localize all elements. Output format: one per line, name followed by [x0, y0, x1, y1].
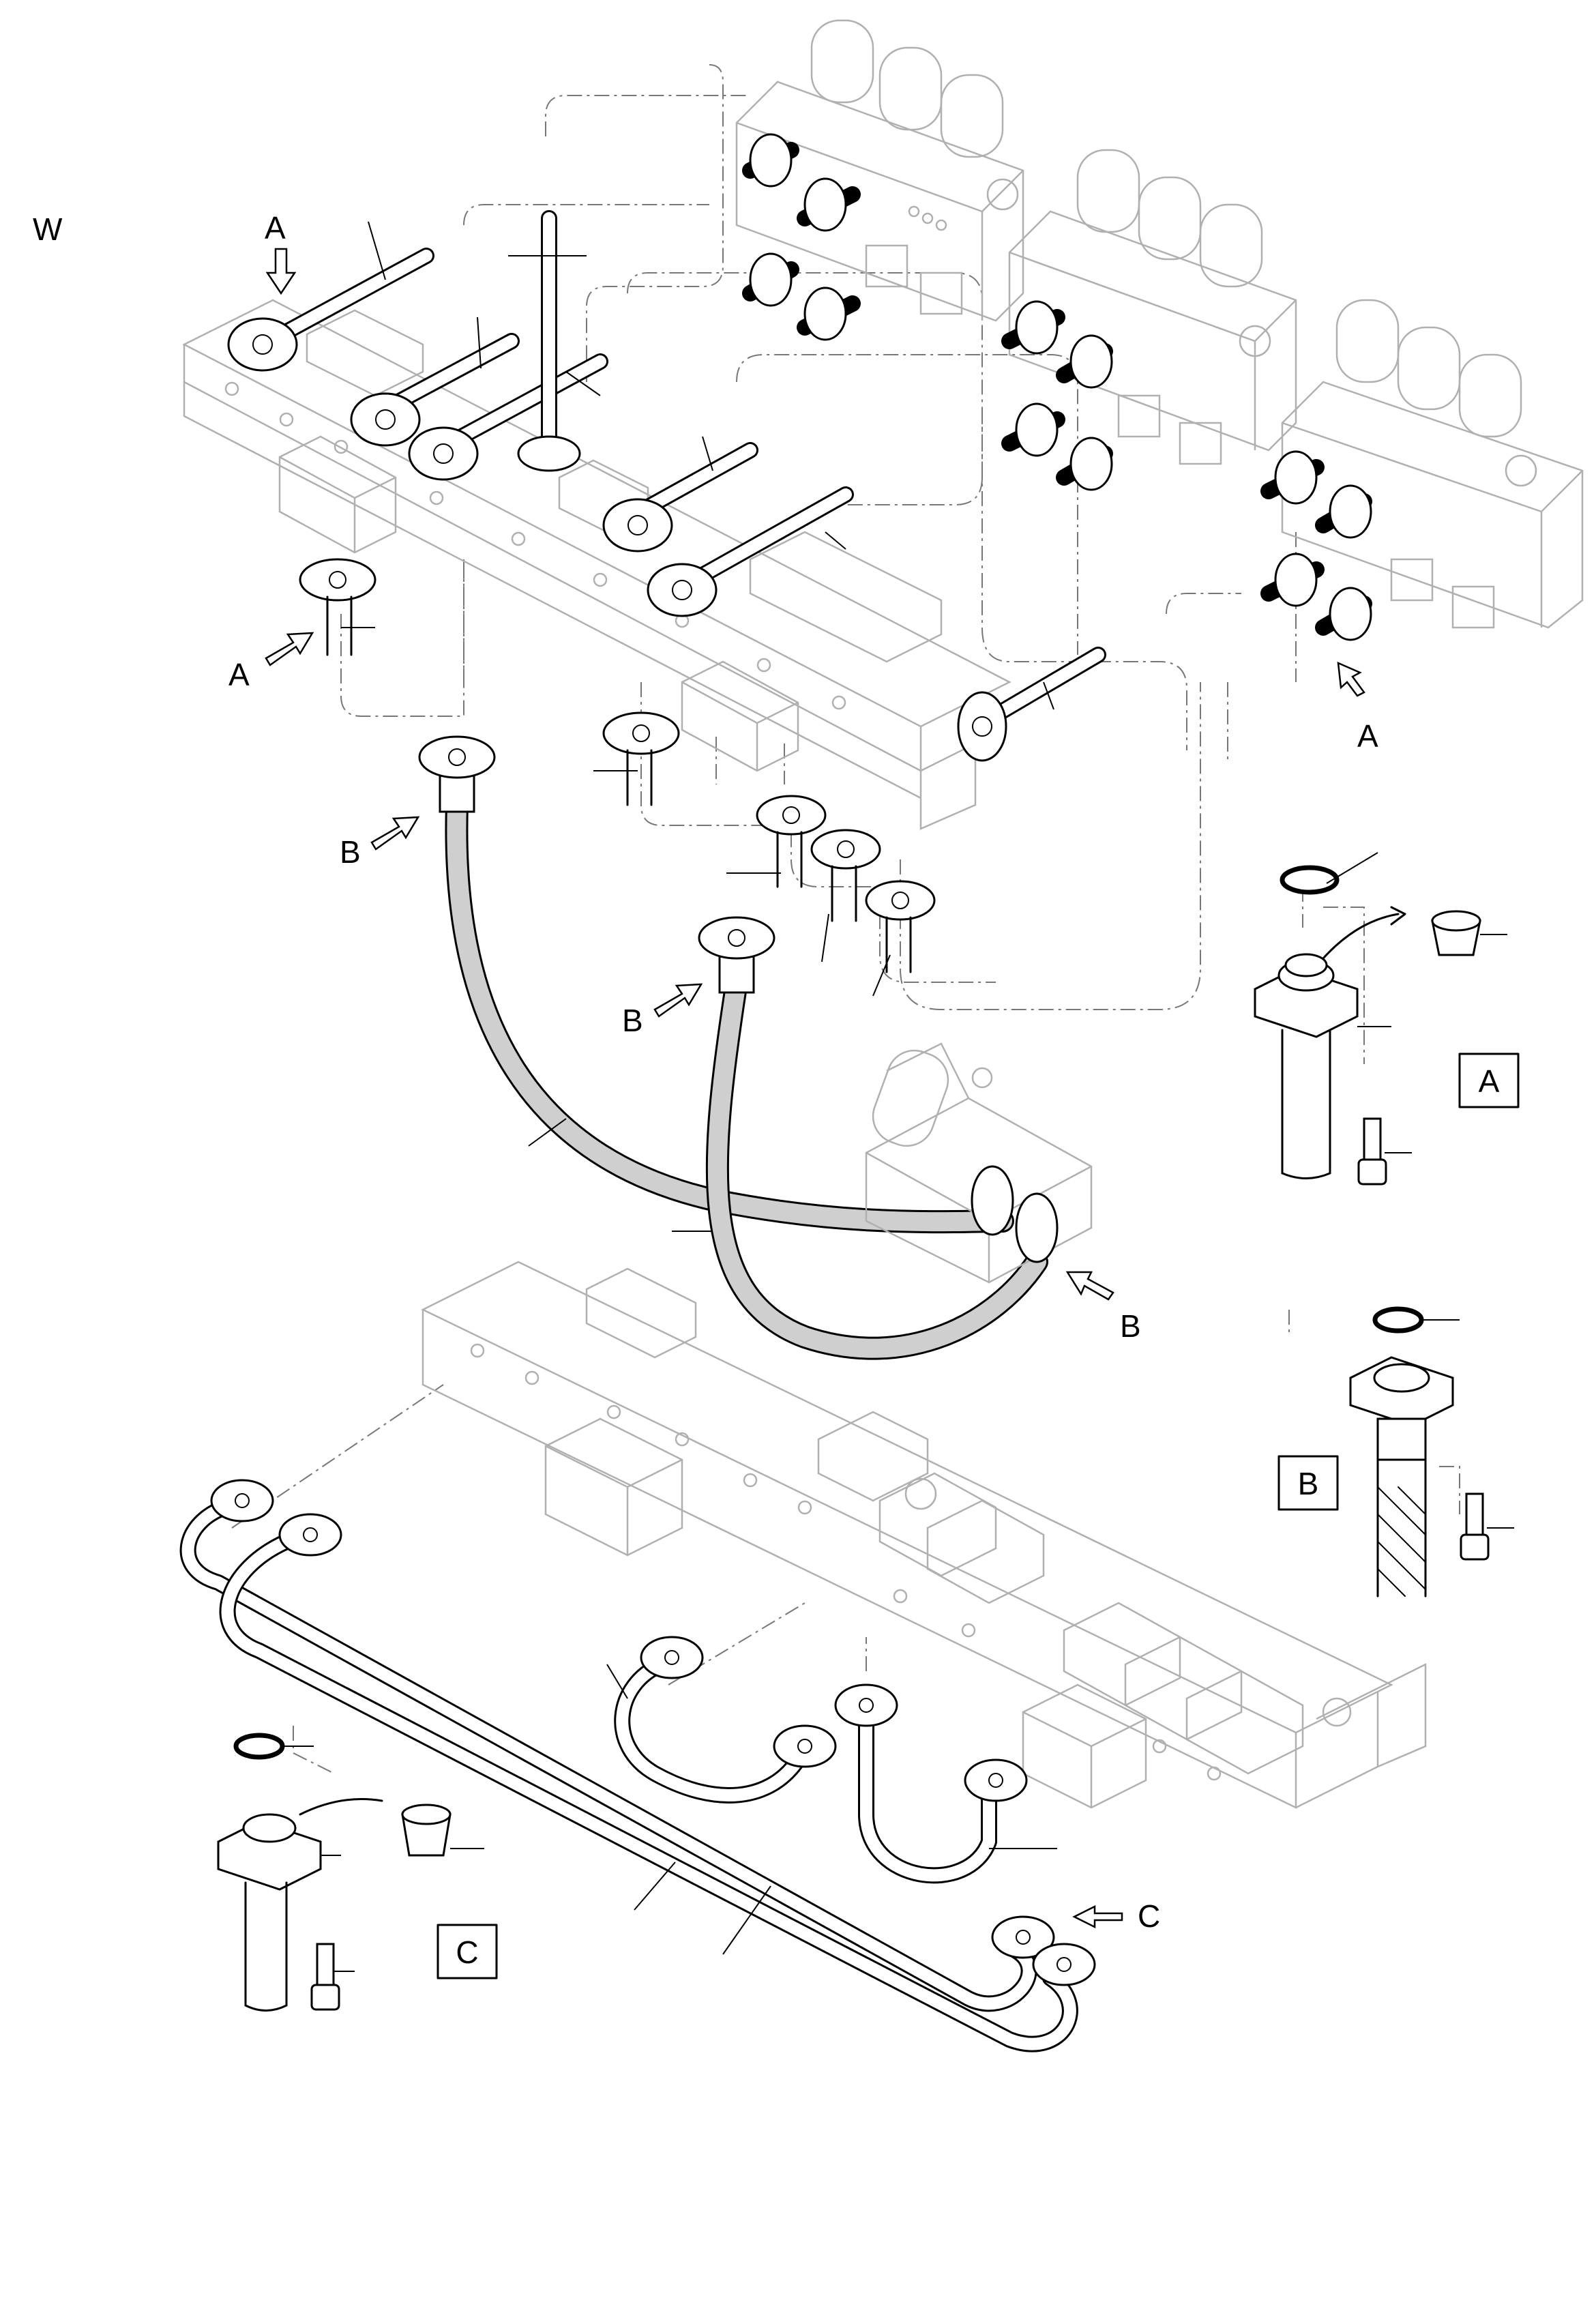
- view-label-c: C: [1138, 1898, 1160, 1934]
- detail-box-a-label: A: [1479, 1063, 1500, 1099]
- u-tube: [614, 1656, 806, 1804]
- hose-1: [418, 735, 1014, 1234]
- detail-c: [217, 1733, 452, 2012]
- view-label-b-2: B: [622, 1003, 643, 1038]
- valve-bank-1: [735, 19, 1024, 322]
- detail-a: [1254, 865, 1481, 1186]
- lower-flanges: [210, 1479, 1096, 1986]
- assembly-center-lines: [231, 64, 1460, 1774]
- view-label-a-2: A: [228, 657, 250, 692]
- long-tube-2: [219, 1533, 1078, 2052]
- long-tube-1: [179, 1499, 1037, 2012]
- view-label-w: W: [33, 211, 63, 247]
- text-labels: W A A A B B B C: [33, 210, 1378, 1934]
- upper-flanges: [227, 133, 1372, 762]
- upper-manifold: [182, 299, 1011, 830]
- view-label-a-1: A: [265, 210, 286, 246]
- view-label-b-3: B: [1120, 1308, 1141, 1344]
- short-tube: [858, 1711, 997, 1884]
- view-arrows: [265, 248, 1365, 1929]
- loose-fittings: [299, 558, 936, 973]
- detail-boxes: A B C: [437, 1053, 1520, 1979]
- view-label-a-3: A: [1357, 718, 1378, 754]
- hose-2: [698, 916, 1048, 1360]
- detail-b: [1349, 1306, 1490, 1598]
- solenoid-valve-block: [865, 1042, 1093, 1284]
- detail-box-c-label: C: [456, 1934, 478, 1970]
- leader-lines: [283, 221, 1514, 1972]
- lower-manifold: [421, 1261, 1427, 1809]
- view-label-b-1: B: [340, 834, 361, 870]
- valve-bank-2: [1008, 149, 1297, 465]
- valve-bank-3: [1281, 299, 1584, 629]
- detail-box-b-label: B: [1298, 1466, 1319, 1501]
